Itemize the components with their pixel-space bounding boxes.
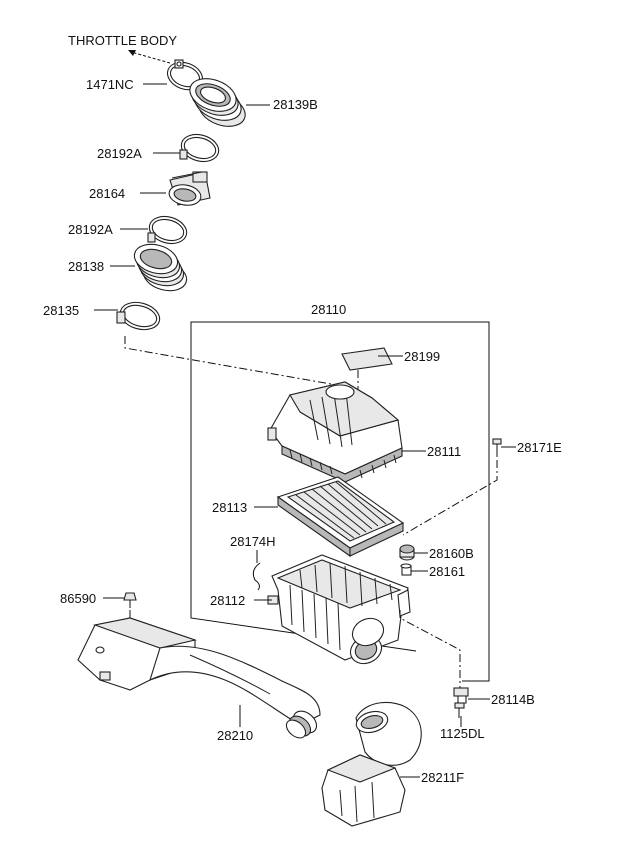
part-label-28192a-lower: 28192A — [68, 222, 113, 237]
part-label-28112: 28112 — [210, 593, 245, 608]
part-label-28174h: 28174H — [230, 534, 276, 549]
part-label-28138: 28138 — [68, 259, 104, 274]
clamp-28192a-upper-part — [179, 133, 220, 163]
part-label-1125dl: 1125DL — [440, 726, 485, 741]
part-label-86590: 86590 — [60, 591, 96, 606]
part-label-28211f: 28211F — [421, 770, 464, 785]
bushing-28161-part — [400, 563, 412, 576]
cleaner-body-28112-part — [267, 554, 411, 665]
clip-28174h-part — [252, 562, 261, 591]
part-label-28113: 28113 — [212, 500, 247, 515]
alignment-line-screw — [402, 460, 498, 536]
part-label-28111: 28111 — [427, 444, 461, 459]
intake-duct-28210-part — [77, 617, 321, 739]
part-label-28139b: 28139B — [273, 97, 318, 112]
part-label-28160b: 28160B — [429, 546, 474, 561]
filter-element-28113-part — [276, 476, 405, 558]
part-label-1471nc: 1471NC — [86, 77, 134, 92]
resonator-28211f-part — [321, 701, 422, 827]
part-label-28161: 28161 — [429, 564, 465, 579]
part-label-28199: 28199 — [404, 349, 440, 364]
label-plate-28199-part — [341, 347, 393, 371]
clamp-28192a-lower-part — [147, 215, 188, 245]
part-label-28171e: 28171E — [517, 440, 562, 455]
cleaner-cover-28111-part — [267, 381, 403, 483]
bolt-86590-part — [123, 592, 137, 608]
hose-28139b-part — [189, 78, 246, 127]
airflow-sensor-28164-part — [168, 171, 211, 206]
part-label-28192a-upper: 28192A — [97, 146, 142, 161]
screw-28171e-part — [492, 438, 502, 457]
clamp-28135-part — [116, 301, 161, 331]
throttle-body-direction-arrow — [128, 50, 171, 64]
part-label-28110: 28110 — [311, 302, 346, 317]
alignment-line-hose — [124, 336, 349, 388]
part-label-28114b: 28114B — [491, 692, 535, 707]
part-label-28164: 28164 — [89, 186, 125, 201]
throttle-body-label: THROTTLE BODY — [68, 33, 177, 48]
hose-28138-part — [133, 243, 188, 292]
bolt-1125dl-part — [454, 702, 465, 718]
alignment-line-bracket — [399, 610, 461, 688]
part-label-28210: 28210 — [217, 728, 253, 743]
grommet-28160b-part — [399, 544, 415, 561]
part-label-28135: 28135 — [43, 303, 79, 318]
bracket-28114b-part — [453, 687, 469, 704]
